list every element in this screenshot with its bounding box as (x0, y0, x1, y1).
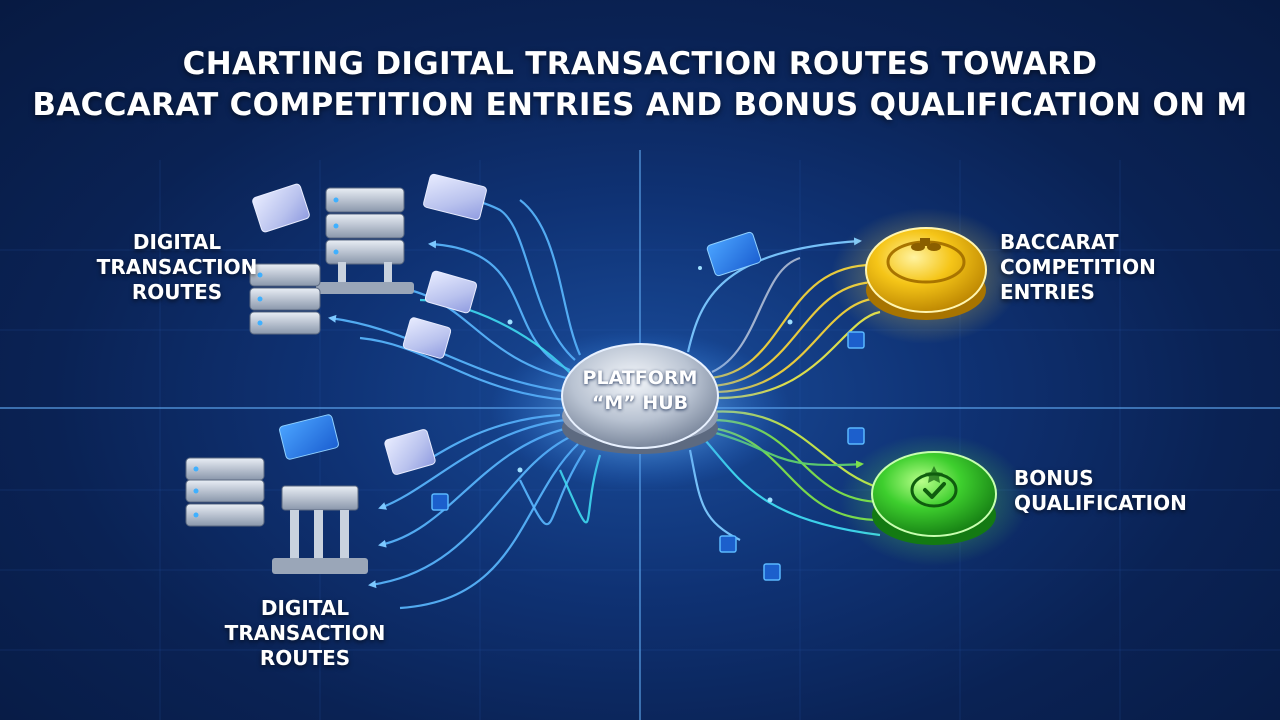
credit-card-icon (252, 183, 310, 233)
hub-label: PLATFORM “M” HUB (582, 367, 698, 414)
server-stack-icon (185, 457, 265, 527)
title-line-1: CHARTING DIGITAL TRANSACTION ROUTES TOWA… (182, 46, 1098, 82)
page-title: CHARTING DIGITAL TRANSACTION ROUTES TOWA… (0, 44, 1280, 126)
block-cube-icon (763, 563, 781, 581)
credit-card-icon (384, 429, 436, 475)
flow-particles (507, 266, 793, 503)
server-stack-icon (316, 187, 414, 294)
routes-label-top: DIGITAL TRANSACTION ROUTES (96, 230, 258, 304)
baccarat-token[interactable] (831, 208, 1021, 344)
bonus-token[interactable] (839, 434, 1029, 566)
block-cube-icon (431, 493, 449, 511)
credit-card-icon (402, 317, 452, 359)
title-line-2: BACCARAT COMPETITION ENTRIES AND BONUS Q… (32, 87, 1248, 123)
credit-card-icon (279, 414, 339, 460)
checkmark-icon (923, 482, 946, 499)
credit-card-icon (706, 231, 762, 277)
routes-label-bottom: DIGITAL TRANSACTION ROUTES (224, 596, 386, 670)
bank-building-icon (272, 485, 368, 574)
server-stack-icon (249, 263, 321, 335)
casino-chips-icon (911, 238, 941, 251)
baccarat-label: BACCARAT COMPETITION ENTRIES (1000, 230, 1156, 304)
block-cube-icon (847, 427, 865, 445)
block-cube-icon (847, 331, 865, 349)
star-icon (925, 466, 943, 483)
platform-hub[interactable] (490, 330, 790, 490)
credit-card-icon (423, 173, 487, 221)
credit-card-icon (424, 270, 478, 314)
block-cube-icon (719, 535, 737, 553)
bonus-label: BONUS QUALIFICATION (1014, 466, 1187, 515)
